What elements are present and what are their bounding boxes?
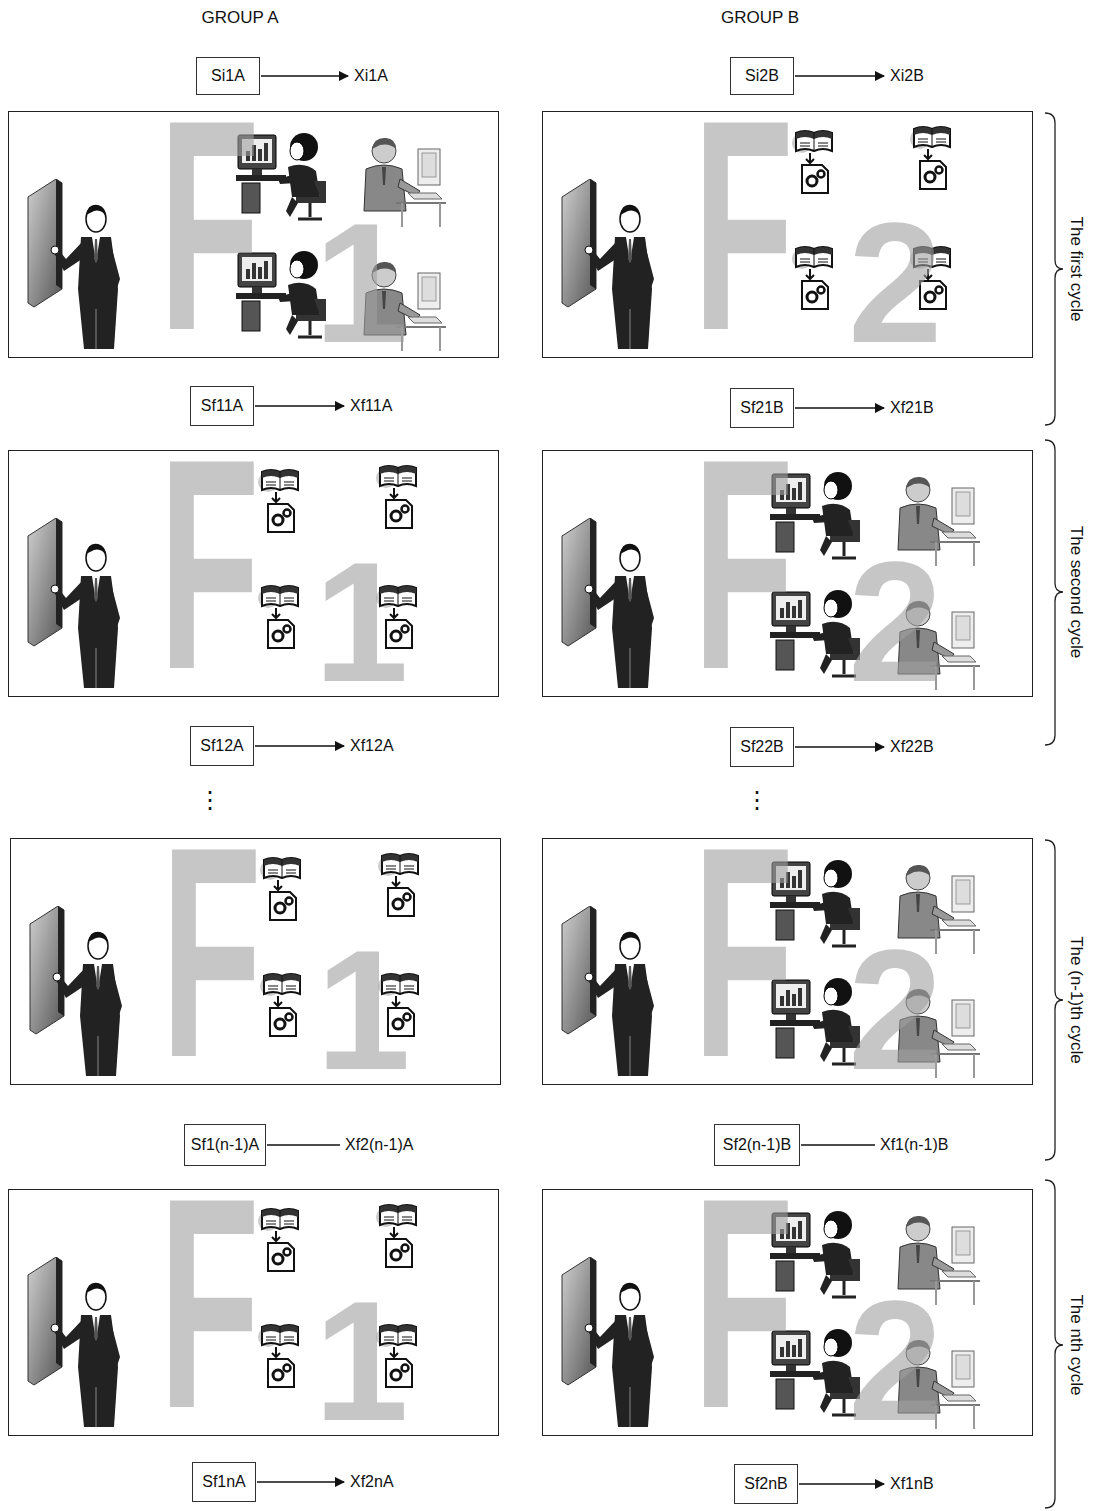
cycle-brackets bbox=[1045, 113, 1063, 1508]
score-arrows bbox=[255, 76, 884, 1484]
group-watermark: 1 bbox=[314, 537, 409, 707]
class-panel: F2 bbox=[542, 111, 1033, 358]
value-label: Xf21B bbox=[890, 399, 934, 417]
format-watermark: F bbox=[159, 1153, 260, 1453]
format-watermark: F bbox=[693, 75, 794, 375]
value-label: Xf2(n-1)A bbox=[345, 1136, 413, 1154]
group-watermark: 2 bbox=[848, 537, 943, 707]
group-heading: GROUP A bbox=[201, 8, 278, 28]
score-name: Sf22B bbox=[740, 738, 784, 756]
value-label: Xf12A bbox=[350, 737, 394, 755]
group-heading: GROUP B bbox=[721, 8, 799, 28]
value-label: Xf11A bbox=[350, 397, 392, 415]
cycle-label: The nth cycle bbox=[1066, 1294, 1086, 1395]
class-panel: F1 bbox=[10, 838, 501, 1085]
group-watermark: 1 bbox=[314, 1276, 409, 1446]
class-panel: F1 bbox=[8, 450, 499, 697]
score-name: Sf11A bbox=[201, 397, 243, 415]
group-watermark: 1 bbox=[314, 198, 409, 368]
group-watermark: 1 bbox=[316, 925, 411, 1095]
score-name: Sf12A bbox=[200, 737, 244, 755]
score-box: Sf2nB bbox=[734, 1464, 798, 1504]
class-panel: F2 bbox=[542, 450, 1033, 697]
cycle-label: The (n-1)th cycle bbox=[1066, 936, 1086, 1064]
value-label: Xi2B bbox=[890, 67, 924, 85]
score-name: Sf1nA bbox=[202, 1473, 246, 1491]
value-label: Xf2nA bbox=[350, 1473, 394, 1491]
value-label: Xf1nB bbox=[890, 1475, 934, 1493]
format-watermark: F bbox=[161, 802, 262, 1102]
score-box: Sf1nA bbox=[192, 1462, 256, 1502]
ellipsis-dots: ⋮ bbox=[198, 786, 222, 814]
value-label: Xf1(n-1)B bbox=[880, 1136, 948, 1154]
ellipsis-dots: ⋮ bbox=[745, 786, 769, 814]
group-watermark: 2 bbox=[848, 925, 943, 1095]
format-watermark: F bbox=[693, 1153, 794, 1453]
score-name: Sf2(n-1)B bbox=[723, 1136, 791, 1154]
format-watermark: F bbox=[693, 414, 794, 714]
value-label: Xf22B bbox=[890, 738, 934, 756]
format-watermark: F bbox=[159, 75, 260, 375]
score-box: Sf22B bbox=[730, 727, 794, 767]
group-watermark: 2 bbox=[848, 198, 943, 368]
class-panel: F2 bbox=[542, 1189, 1033, 1436]
class-panel: F1 bbox=[8, 111, 499, 358]
class-panel: F1 bbox=[8, 1189, 499, 1436]
score-box: Sf12A bbox=[190, 726, 254, 766]
cycle-label: The first cycle bbox=[1066, 217, 1086, 322]
value-label: Xi1A bbox=[354, 67, 388, 85]
cycle-label: The second cycle bbox=[1066, 526, 1086, 658]
score-name: Sf2nB bbox=[744, 1475, 788, 1493]
group-watermark: 2 bbox=[848, 1276, 943, 1446]
format-watermark: F bbox=[159, 414, 260, 714]
class-panel: F2 bbox=[542, 838, 1033, 1085]
score-name: Sf1(n-1)A bbox=[191, 1136, 259, 1154]
format-watermark: F bbox=[693, 802, 794, 1102]
